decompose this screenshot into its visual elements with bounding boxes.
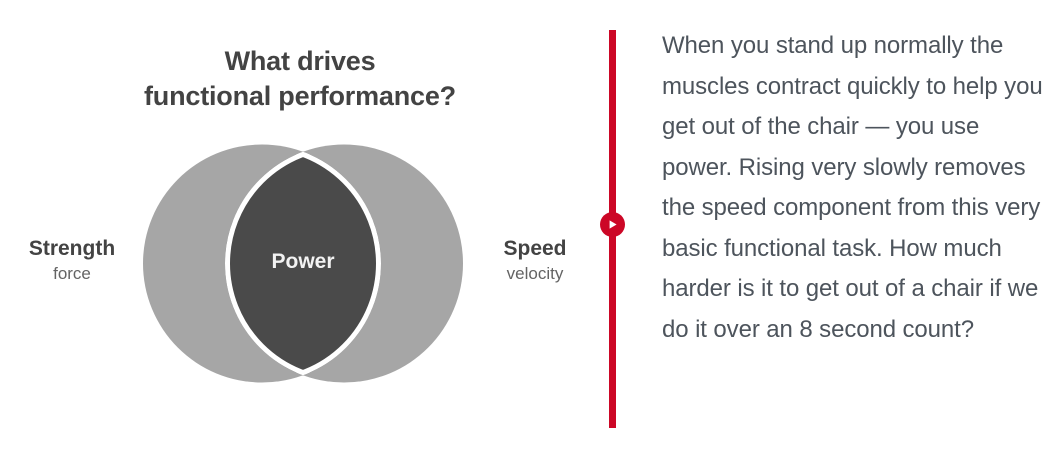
venn-label-strength-subtitle: force [53,264,91,283]
callout-panel: When you stand up normally the muscles c… [600,0,1059,463]
venn-diagram-panel: What drives functional performance? [0,44,600,383]
venn-label-speed-subtitle: velocity [506,264,564,283]
venn-graphic [143,144,463,383]
venn-svg [143,144,463,383]
venn-label-speed-title: Speed [503,237,567,260]
play-circle-icon[interactable] [600,212,625,237]
page-title: What drives functional performance? [0,44,600,114]
callout-body-text: When you stand up normally the muscles c… [662,32,1043,343]
page-title-line-2: functional performance? [144,81,456,111]
page-title-line-1: What drives [224,46,376,76]
venn-label-speed: Speed velocity [475,236,595,286]
venn-label-strength-title: Strength [28,237,116,260]
venn-label-strength: Strength force [8,236,136,286]
